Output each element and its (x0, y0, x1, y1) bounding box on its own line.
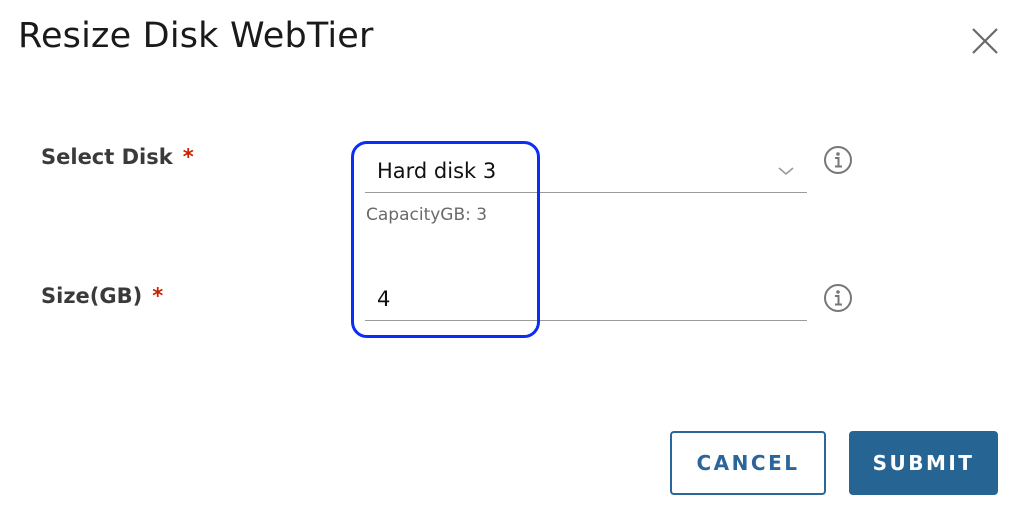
select-disk-value: Hard disk 3 (377, 159, 497, 183)
select-disk-label-text: Select Disk (41, 145, 173, 169)
close-icon[interactable] (968, 24, 1002, 58)
size-label: Size(GB) * (41, 284, 163, 308)
info-icon[interactable] (823, 283, 853, 313)
cancel-button[interactable]: CANCEL (670, 431, 826, 495)
submit-button[interactable]: SUBMIT (849, 431, 998, 495)
select-disk-label: Select Disk * (41, 145, 194, 169)
info-icon[interactable] (823, 145, 853, 175)
size-label-text: Size(GB) (41, 284, 143, 308)
size-input[interactable]: 4 (365, 270, 807, 321)
dialog-title: Resize Disk WebTier (18, 16, 374, 56)
capacity-helper: CapacityGB: 3 (366, 205, 488, 225)
chevron-down-icon (778, 167, 794, 176)
required-marker: * (152, 284, 164, 308)
required-marker: * (182, 145, 194, 169)
select-disk-dropdown[interactable]: Hard disk 3 (365, 142, 807, 193)
size-value: 4 (377, 287, 391, 311)
